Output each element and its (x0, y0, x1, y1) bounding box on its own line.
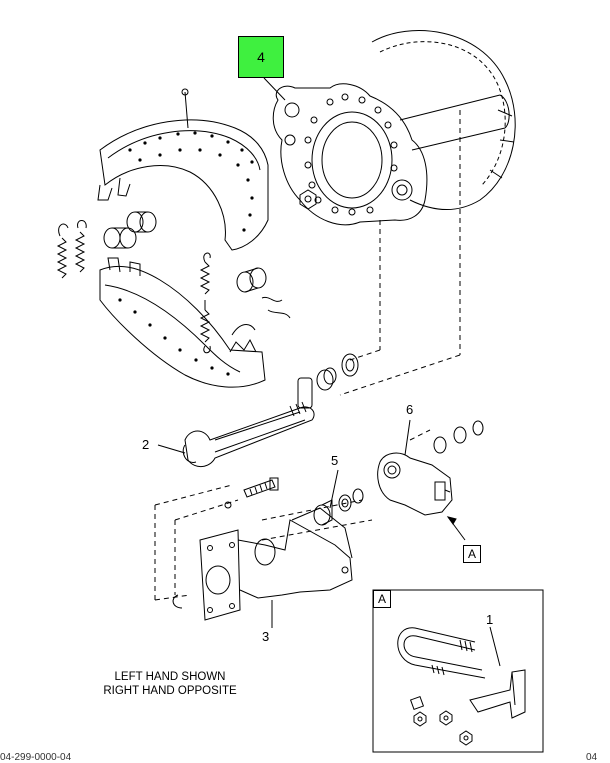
assembly-guide-lines (154, 110, 461, 601)
slack-adjuster (377, 420, 484, 541)
mounting-bolt (224, 477, 279, 509)
return-springs (56, 220, 211, 354)
orientation-note-line1: LEFT HAND SHOWN (114, 671, 226, 683)
shoe-clips (231, 296, 291, 336)
footer-drawing-number: 04-299-0000-04 (0, 752, 72, 763)
leader-lines (157, 77, 411, 628)
view-a-title: A (373, 590, 391, 608)
brake-spider (272, 83, 510, 226)
callout-item-5[interactable]: 5 (331, 453, 339, 468)
camshaft-seals (297, 353, 359, 409)
upper-brake-shoe (97, 88, 269, 251)
callout-item-4-label: 4 (257, 49, 265, 65)
orientation-note: LEFT HAND SHOWN RIGHT HAND OPPOSITE (70, 670, 270, 698)
camshaft-bushing (313, 488, 364, 526)
orientation-note-line2: RIGHT HAND OPPOSITE (103, 685, 237, 697)
shoe-rollers (103, 211, 267, 293)
lower-brake-shoe (99, 257, 266, 388)
footer-sheet-code: 04 (586, 752, 598, 763)
camshaft-bracket (172, 507, 353, 621)
dust-shield (371, 30, 516, 210)
view-a-reference-marker[interactable]: A (463, 545, 481, 563)
callout-item-1[interactable]: 1 (486, 612, 494, 627)
callout-item-3[interactable]: 3 (262, 629, 270, 644)
callout-item-4-highlight[interactable]: 4 (238, 36, 284, 78)
callout-item-2[interactable]: 2 (142, 437, 150, 452)
callout-item-6[interactable]: 6 (406, 402, 414, 417)
camshaft (182, 401, 315, 467)
detail-view-a (372, 589, 544, 753)
